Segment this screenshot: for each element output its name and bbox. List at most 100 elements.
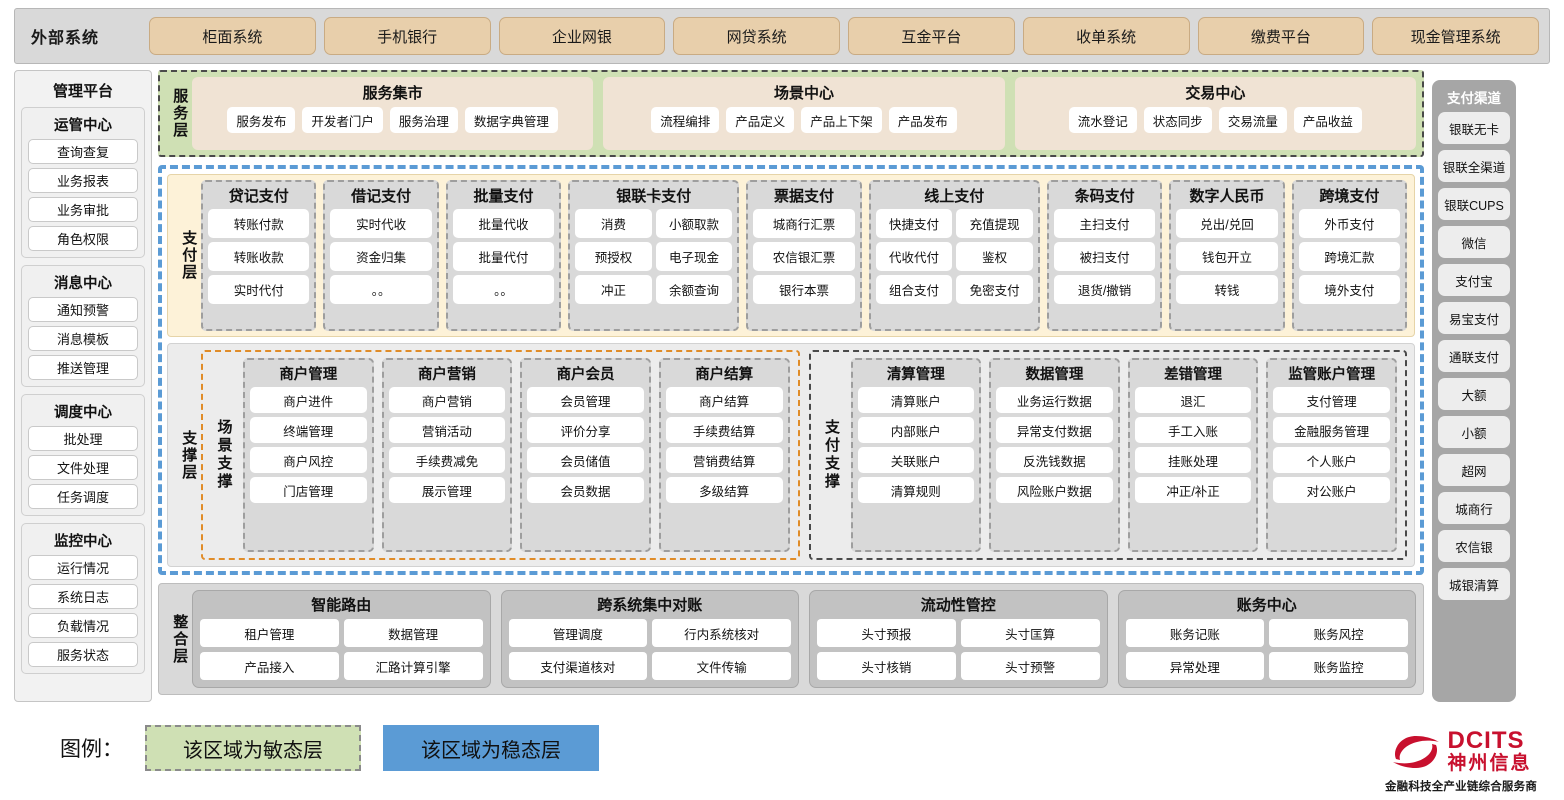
management-item[interactable]: 任务调度 <box>28 484 138 509</box>
external-system-chip[interactable]: 柜面系统 <box>149 17 316 55</box>
payment-item[interactable]: 跨境汇款 <box>1299 242 1400 271</box>
payment-item[interactable]: 冲正 <box>575 275 652 304</box>
payment-item[interactable]: 农信银汇票 <box>753 242 854 271</box>
management-item[interactable]: 业务报表 <box>28 168 138 193</box>
payment-channel-item[interactable]: 小额 <box>1438 416 1510 448</box>
support-item[interactable]: 风险账户数据 <box>996 477 1113 503</box>
payment-item[interactable]: 代收代付 <box>876 242 953 271</box>
integration-item[interactable]: 头寸预报 <box>817 619 956 647</box>
external-system-chip[interactable]: 企业网银 <box>499 17 666 55</box>
integration-item[interactable]: 文件传输 <box>652 652 791 680</box>
integration-item[interactable]: 数据管理 <box>344 619 483 647</box>
integration-item[interactable]: 管理调度 <box>509 619 648 647</box>
management-item[interactable]: 角色权限 <box>28 226 138 251</box>
payment-item[interactable]: 境外支付 <box>1299 275 1400 304</box>
support-item[interactable]: 商户风控 <box>250 447 367 473</box>
integration-item[interactable]: 头寸核销 <box>817 652 956 680</box>
payment-item[interactable]: 外币支付 <box>1299 209 1400 238</box>
support-item[interactable]: 支付管理 <box>1273 387 1390 413</box>
payment-item[interactable]: 钱包开立 <box>1176 242 1277 271</box>
integration-item[interactable]: 账务风控 <box>1269 619 1408 647</box>
support-item[interactable]: 展示管理 <box>389 477 506 503</box>
payment-channel-item[interactable]: 支付宝 <box>1438 264 1510 296</box>
management-item[interactable]: 系统日志 <box>28 584 138 609</box>
payment-item[interactable]: 转钱 <box>1176 275 1277 304</box>
service-item[interactable]: 产品收益 <box>1294 107 1362 133</box>
support-item[interactable]: 营销活动 <box>389 417 506 443</box>
payment-item[interactable]: 兑出/兑回 <box>1176 209 1277 238</box>
payment-item[interactable]: 被扫支付 <box>1054 242 1155 271</box>
support-item[interactable]: 营销费结算 <box>666 447 783 473</box>
support-item[interactable]: 金融服务管理 <box>1273 417 1390 443</box>
payment-item[interactable]: 余额查询 <box>656 275 733 304</box>
payment-channel-item[interactable]: 超网 <box>1438 454 1510 486</box>
service-item[interactable]: 产品定义 <box>726 107 794 133</box>
external-system-chip[interactable]: 互金平台 <box>848 17 1015 55</box>
support-item[interactable]: 会员储值 <box>527 447 644 473</box>
management-item[interactable]: 查询查复 <box>28 139 138 164</box>
support-item[interactable]: 商户进件 <box>250 387 367 413</box>
service-item[interactable]: 数据字典管理 <box>465 107 558 133</box>
support-item[interactable]: 对公账户 <box>1273 477 1390 503</box>
external-system-chip[interactable]: 网贷系统 <box>673 17 840 55</box>
integration-item[interactable]: 租户管理 <box>200 619 339 647</box>
support-item[interactable]: 商户营销 <box>389 387 506 413</box>
payment-channel-item[interactable]: 农信银 <box>1438 530 1510 562</box>
service-item[interactable]: 产品发布 <box>889 107 957 133</box>
support-item[interactable]: 手续费结算 <box>666 417 783 443</box>
service-item[interactable]: 产品上下架 <box>801 107 882 133</box>
payment-item[interactable]: 资金归集 <box>330 242 431 271</box>
integration-item[interactable]: 行内系统核对 <box>652 619 791 647</box>
external-system-chip[interactable]: 收单系统 <box>1023 17 1190 55</box>
support-item[interactable]: 退汇 <box>1135 387 1252 413</box>
payment-item[interactable]: 快捷支付 <box>876 209 953 238</box>
payment-channel-item[interactable]: 大额 <box>1438 378 1510 410</box>
support-item[interactable]: 内部账户 <box>858 417 975 443</box>
payment-item[interactable]: 。。 <box>330 275 431 304</box>
payment-channel-item[interactable]: 通联支付 <box>1438 340 1510 372</box>
external-system-chip[interactable]: 缴费平台 <box>1198 17 1365 55</box>
management-item[interactable]: 运行情况 <box>28 555 138 580</box>
payment-channel-item[interactable]: 城银清算 <box>1438 568 1510 600</box>
integration-item[interactable]: 账务记账 <box>1126 619 1265 647</box>
support-item[interactable]: 挂账处理 <box>1135 447 1252 473</box>
management-item[interactable]: 服务状态 <box>28 642 138 667</box>
payment-item[interactable]: 退货/撤销 <box>1054 275 1155 304</box>
support-item[interactable]: 评价分享 <box>527 417 644 443</box>
payment-item[interactable]: 银行本票 <box>753 275 854 304</box>
payment-item[interactable]: 转账收款 <box>208 242 309 271</box>
management-item[interactable]: 业务审批 <box>28 197 138 222</box>
integration-item[interactable]: 头寸预警 <box>961 652 1100 680</box>
payment-item[interactable]: 鉴权 <box>956 242 1033 271</box>
payment-item[interactable]: 免密支付 <box>956 275 1033 304</box>
service-item[interactable]: 交易流量 <box>1219 107 1287 133</box>
support-item[interactable]: 业务运行数据 <box>996 387 1113 413</box>
payment-item[interactable]: 电子现金 <box>656 242 733 271</box>
support-item[interactable]: 异常支付数据 <box>996 417 1113 443</box>
management-item[interactable]: 通知预警 <box>28 297 138 322</box>
payment-channel-item[interactable]: 银联CUPS <box>1438 188 1510 220</box>
integration-item[interactable]: 产品接入 <box>200 652 339 680</box>
payment-item[interactable]: 组合支付 <box>876 275 953 304</box>
external-system-chip[interactable]: 手机银行 <box>324 17 491 55</box>
support-item[interactable]: 终端管理 <box>250 417 367 443</box>
payment-item[interactable]: 实时代收 <box>330 209 431 238</box>
support-item[interactable]: 会员数据 <box>527 477 644 503</box>
integration-item[interactable]: 异常处理 <box>1126 652 1265 680</box>
support-item[interactable]: 会员管理 <box>527 387 644 413</box>
payment-item[interactable]: 。。 <box>453 275 554 304</box>
support-item[interactable]: 个人账户 <box>1273 447 1390 473</box>
payment-channel-item[interactable]: 城商行 <box>1438 492 1510 524</box>
support-item[interactable]: 手续费减免 <box>389 447 506 473</box>
service-item[interactable]: 流水登记 <box>1069 107 1137 133</box>
integration-item[interactable]: 头寸匡算 <box>961 619 1100 647</box>
payment-item[interactable]: 主扫支付 <box>1054 209 1155 238</box>
integration-item[interactable]: 账务监控 <box>1269 652 1408 680</box>
support-item[interactable]: 商户结算 <box>666 387 783 413</box>
payment-item[interactable]: 转账付款 <box>208 209 309 238</box>
integration-item[interactable]: 支付渠道核对 <box>509 652 648 680</box>
management-item[interactable]: 文件处理 <box>28 455 138 480</box>
payment-channel-item[interactable]: 银联全渠道 <box>1438 150 1510 182</box>
service-item[interactable]: 状态同步 <box>1144 107 1212 133</box>
payment-item[interactable]: 城商行汇票 <box>753 209 854 238</box>
